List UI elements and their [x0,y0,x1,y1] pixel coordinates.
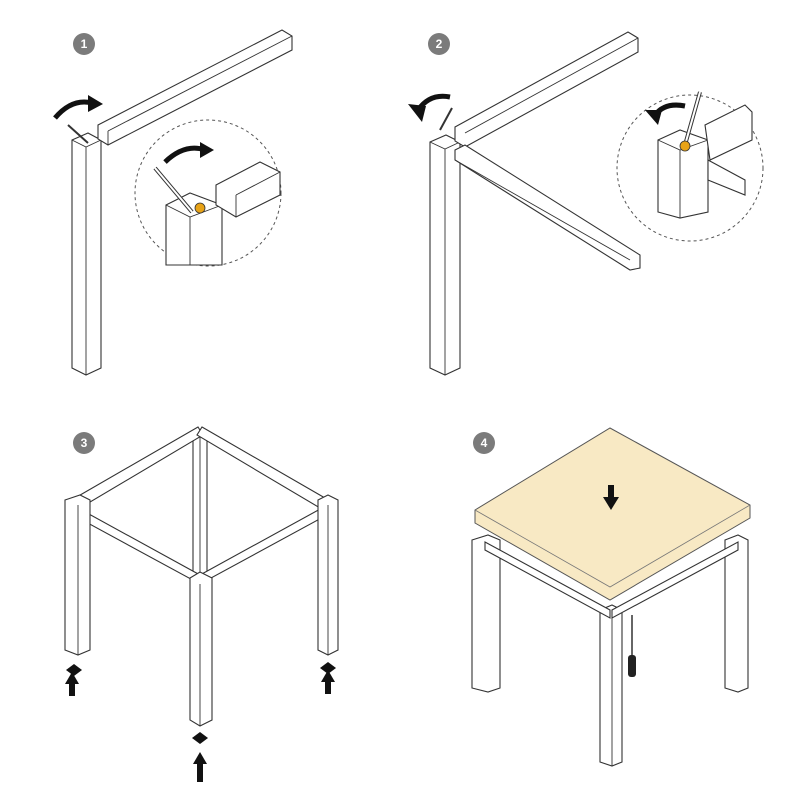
step-4-illustration [471,427,751,767]
step-badge: 3 [73,432,95,454]
step-3-illustration [64,426,339,782]
step-4-panel: 4 [400,400,800,800]
step-3-panel: 3 [0,400,400,800]
step-2-panel: 2 [400,0,800,400]
step-1-panel: 1 [0,0,400,400]
step-2-illustration [408,31,764,376]
step-badge: 1 [73,33,95,55]
step-1-illustration [53,29,293,376]
step-badge: 4 [473,432,495,454]
step-badge: 2 [428,33,450,55]
